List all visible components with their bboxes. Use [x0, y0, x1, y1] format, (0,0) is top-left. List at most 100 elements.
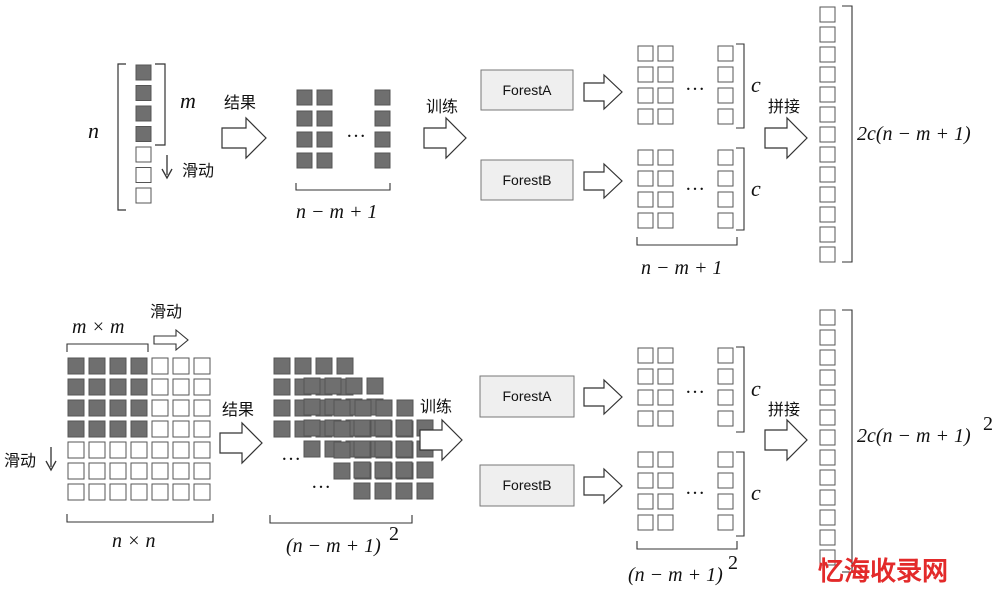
input-cell	[172, 399, 190, 417]
output-cell	[637, 170, 654, 187]
label-slide-right: 滑动	[150, 302, 182, 321]
input-cell	[151, 462, 169, 480]
concat-cell	[819, 549, 836, 566]
output-cell	[717, 472, 734, 489]
window-cell	[88, 378, 106, 396]
result-cell	[316, 89, 333, 106]
concat-cell	[819, 369, 836, 386]
input-cell	[172, 462, 190, 480]
result-cell	[395, 440, 413, 458]
bracket-n	[117, 63, 126, 211]
input-cell	[172, 483, 190, 501]
input-cell	[67, 441, 85, 459]
result-cell	[333, 462, 351, 480]
forest-b-out-arrow-icon-2d	[583, 467, 623, 505]
output-cell	[717, 514, 734, 531]
result-cell	[316, 131, 333, 148]
window-cell	[67, 420, 85, 438]
train-arrow-icon	[423, 116, 467, 160]
concat-arrow-icon-2d	[764, 418, 808, 462]
input-cell	[130, 462, 148, 480]
bracket-result-2d	[269, 515, 413, 524]
result-cell	[374, 131, 391, 148]
forest-a-output-grid-1d	[637, 45, 734, 125]
concat-cell	[819, 349, 836, 366]
ellipsis-out-b-2d: …	[685, 477, 705, 499]
result-cell	[345, 377, 363, 395]
output-cell	[657, 410, 674, 427]
input-cell	[172, 378, 190, 396]
result-cell	[395, 482, 413, 500]
window-cell	[135, 64, 152, 81]
concat-cell	[819, 449, 836, 466]
label-out-count-2d-exp: 2	[728, 552, 738, 574]
bracket-c-a-2d	[736, 346, 745, 433]
concat-arrow-icon-1d	[764, 116, 808, 160]
window-cell	[67, 378, 85, 396]
result-cell	[273, 357, 291, 375]
output-cell	[637, 87, 654, 104]
input-cell	[151, 420, 169, 438]
forest-b-out-arrow-icon-1d	[583, 162, 623, 200]
concat-cell	[819, 166, 836, 183]
result-cell	[353, 419, 371, 437]
output-cell	[637, 451, 654, 468]
bracket-m-times-m	[66, 343, 149, 352]
output-cell	[717, 149, 734, 166]
window-cell	[130, 357, 148, 375]
forest-b-label-2d: ForestB	[502, 477, 551, 493]
output-cell	[637, 389, 654, 406]
label-concat-1d: 拼接	[768, 97, 800, 116]
output-cell	[637, 347, 654, 364]
input-cell	[151, 399, 169, 417]
result-cell	[353, 461, 371, 479]
label-m: m	[180, 88, 196, 113]
output-cell	[717, 45, 734, 62]
input-cell	[193, 483, 211, 501]
label-m-times-m: m × m	[72, 316, 124, 338]
result-cell	[316, 110, 333, 127]
result-cell	[374, 482, 392, 500]
window-cell	[67, 399, 85, 417]
result-cell	[303, 440, 321, 458]
output-cell	[637, 66, 654, 83]
output-cell	[657, 451, 674, 468]
concat-cell	[819, 309, 836, 326]
result-cell	[324, 377, 342, 395]
label-result-count-1d: n − m + 1	[296, 201, 377, 223]
input-grid-2d	[67, 357, 211, 501]
forest-b-label-1d: ForestB	[502, 172, 551, 188]
result-cell	[374, 89, 391, 106]
output-cell	[657, 191, 674, 208]
forest-a-label-1d: ForestA	[502, 82, 552, 98]
result-arrow-icon	[221, 116, 267, 160]
forest-b-output-grid-1d	[637, 149, 734, 229]
window-cell	[135, 126, 152, 142]
concat-cell	[819, 329, 836, 346]
output-cell	[657, 170, 674, 187]
ellipsis-out-a-2d: …	[685, 376, 705, 398]
window-cell	[88, 357, 106, 375]
watermark-text: 忆海收录网	[818, 557, 948, 587]
output-cell	[657, 368, 674, 385]
output-cell	[637, 514, 654, 531]
final-column-2d	[819, 309, 836, 566]
window-cell	[130, 378, 148, 396]
concat-cell	[819, 206, 836, 223]
bottom-panel: m × m 滑动 滑动 n × n 结果 … … (n − m + 1) 2 训…	[4, 302, 993, 586]
window-cell	[109, 357, 127, 375]
slide-down-arrow-icon	[161, 155, 173, 180]
window-cell	[135, 105, 152, 122]
input-cell	[193, 357, 211, 375]
output-cell	[717, 410, 734, 427]
concat-cell	[819, 529, 836, 546]
input-cell	[151, 441, 169, 459]
ellipsis-result-2d-b: …	[311, 471, 331, 493]
result-cell	[353, 482, 371, 500]
bracket-m	[155, 63, 166, 146]
input-cell	[130, 441, 148, 459]
input-cell	[109, 441, 127, 459]
result-cell	[353, 440, 371, 458]
result-cell	[374, 419, 392, 437]
window-cell	[109, 399, 127, 417]
